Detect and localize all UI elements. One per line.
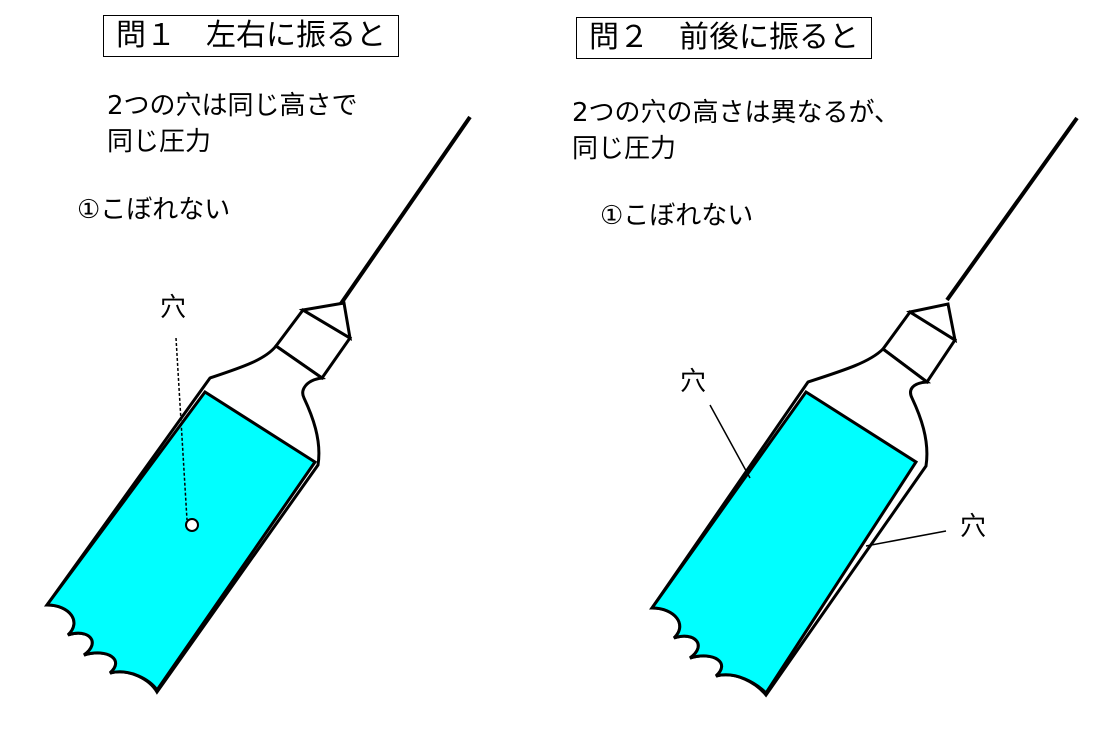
right-hole-label-2: 穴	[960, 512, 987, 542]
left-water	[44, 389, 318, 693]
right-bottle	[649, 116, 1079, 698]
left-hole-leader	[175, 337, 188, 521]
left-description-line1: 2つの穴は同じ高さで	[107, 91, 358, 121]
right-question-title: 問２ 前後に振ると	[576, 17, 872, 59]
left-hole-label: 穴	[160, 293, 187, 323]
left-cap-top	[298, 301, 353, 341]
right-string	[945, 116, 1079, 302]
right-cap-top	[906, 302, 958, 344]
left-question-title: 問１ 左右に振ると	[103, 15, 399, 57]
right-hole-label-1: 穴	[680, 367, 707, 397]
right-hole-leader-2	[865, 530, 947, 547]
right-water	[649, 389, 919, 696]
left-bottle	[44, 115, 472, 695]
left-result: ①こぼれない	[77, 195, 231, 225]
right-result: ①こぼれない	[600, 201, 754, 231]
left-string	[338, 115, 472, 307]
right-hole-leader-1	[709, 404, 751, 479]
left-description-line2: 同じ圧力	[107, 127, 212, 157]
right-description-line1: 2つの穴の高さは異なるが、	[572, 98, 901, 128]
right-description-line2: 同じ圧力	[572, 134, 677, 164]
left-hole-icon	[185, 518, 199, 532]
